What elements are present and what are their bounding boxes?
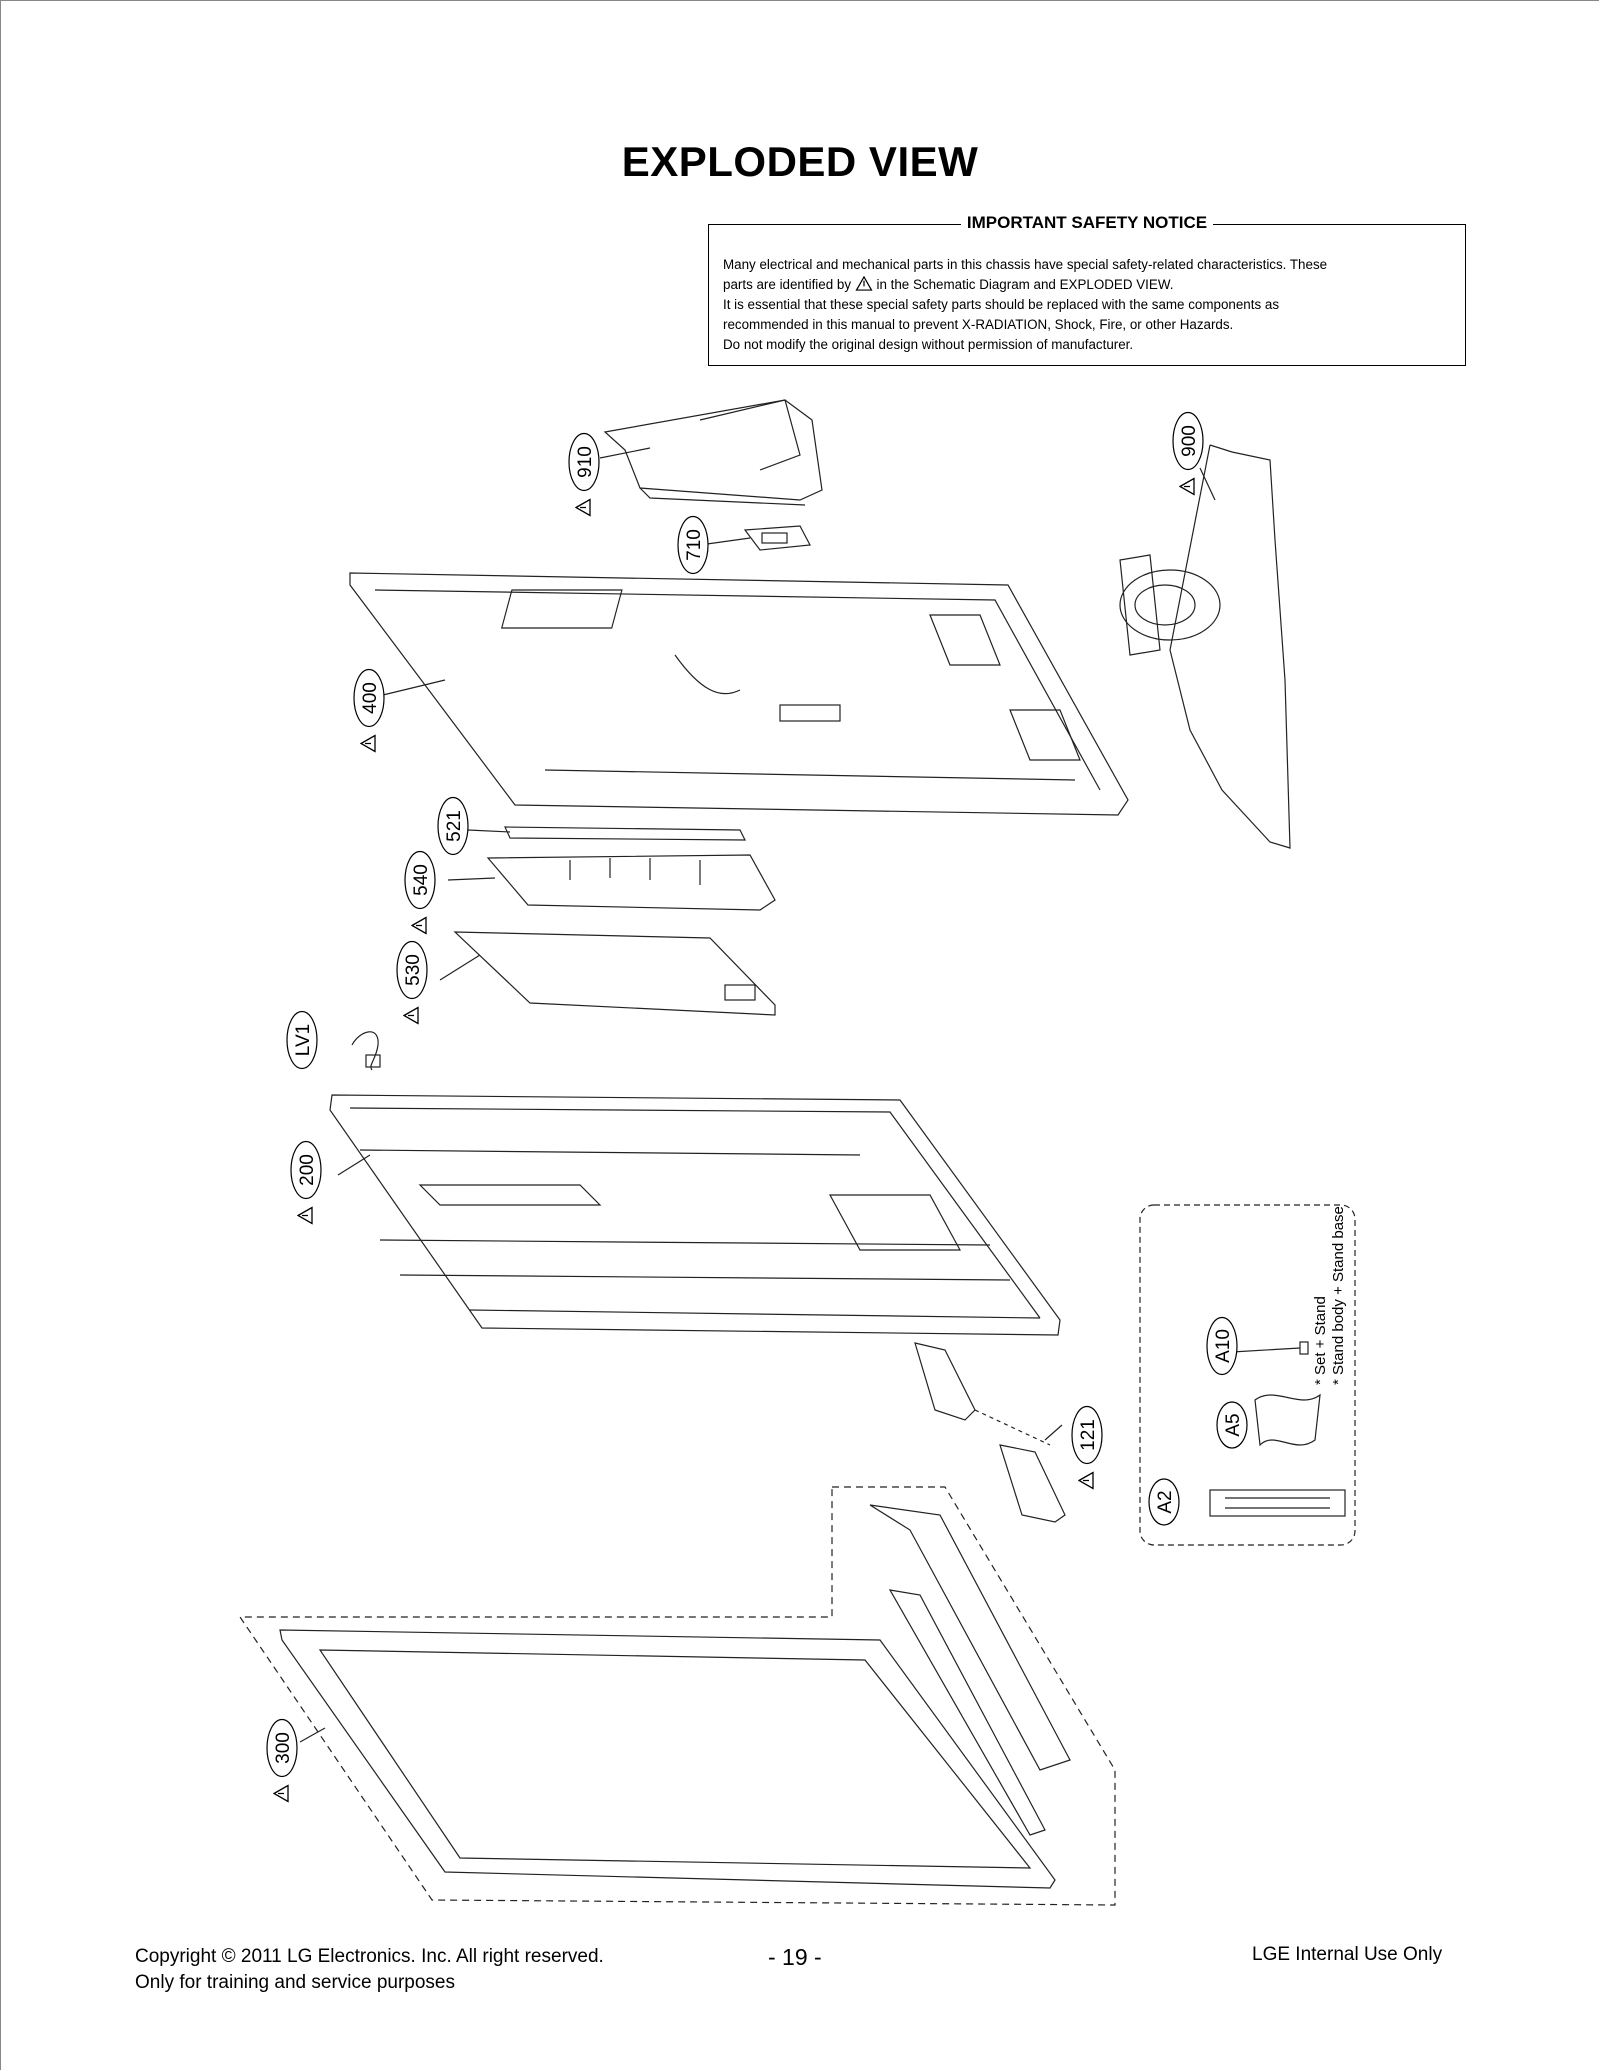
warning-triangle-icon [297, 1206, 313, 1225]
callout-lv1: LV1 [286, 1010, 318, 1070]
callout-a5: A5 [1216, 1401, 1248, 1449]
page-title: EXPLODED VIEW [621, 138, 979, 185]
callout-a10: A10 [1206, 1316, 1238, 1376]
page-number: - 19 - [768, 1944, 822, 1970]
part-number-label: 710 [684, 529, 705, 561]
callout-521: 521 [437, 796, 469, 856]
warning-triangle-icon [855, 276, 873, 291]
callout-300: 300 [266, 1718, 298, 1803]
part-number-label: 530 [403, 954, 424, 986]
part-number-label: 200 [297, 1154, 318, 1186]
part-300-front-cabinet [238, 1486, 1116, 1906]
part-number-label: 540 [411, 864, 432, 896]
part-lv1-cable [351, 1031, 381, 1071]
notice-line-2: parts are identified by in the Schematic… [723, 276, 1174, 292]
part-number-label: 910 [575, 446, 596, 478]
part-a5-manual [1254, 1393, 1321, 1447]
part-540-main-board [486, 854, 776, 911]
warning-triangle-icon [575, 498, 591, 517]
accessory-box [1139, 1204, 1356, 1546]
callout-910: 910 [568, 432, 600, 517]
part-number-label: A5 [1223, 1413, 1244, 1436]
safety-notice-box: IMPORTANT SAFETY NOTICE Many electrical … [708, 213, 1466, 366]
callout-200: 200 [290, 1140, 322, 1225]
part-number-label: 900 [1179, 425, 1200, 457]
notice-line-3: It is essential that these special safet… [723, 297, 1280, 312]
warning-triangle-icon [273, 1784, 289, 1803]
part-number-label: 521 [444, 810, 465, 842]
part-910-stand-cover [603, 399, 823, 506]
part-710-bracket [743, 525, 811, 551]
accessory-note-set-stand: * Set + Stand [1312, 1296, 1329, 1385]
callout-121: 121 [1071, 1405, 1103, 1490]
notice-line-4: recommended in this manual to prevent X-… [723, 317, 1234, 332]
part-number-label: 300 [273, 1732, 294, 1764]
part-121-button-assy [914, 1342, 1066, 1523]
callout-530: 530 [396, 940, 428, 1025]
part-number-label: A10 [1213, 1329, 1234, 1363]
warning-triangle-icon [1078, 1471, 1094, 1490]
safety-notice-text: Many electrical and mechanical parts in … [723, 255, 1451, 355]
callout-540: 540 [404, 850, 436, 935]
footer-copyright: Copyright © 2011 LG Electronics. Inc. Al… [135, 1944, 604, 1996]
part-400-back-cover [349, 572, 1129, 816]
warning-triangle-icon [411, 916, 427, 935]
callout-900: 900 [1172, 411, 1204, 496]
copyright-text: Copyright © 2011 LG Electronics. Inc. Al… [135, 1946, 604, 1967]
part-a10-screw [1231, 1341, 1309, 1355]
internal-use-label: LGE Internal Use Only [1252, 1944, 1443, 1965]
warning-triangle-icon [360, 734, 376, 753]
notice-line-1: Many electrical and mechanical parts in … [723, 257, 1328, 272]
part-521-board [504, 826, 746, 841]
callout-710: 710 [677, 515, 709, 575]
part-530-power-board [453, 931, 776, 1016]
part-200-module-frame [329, 1094, 1061, 1336]
part-900-stand [1119, 444, 1291, 849]
safety-notice-heading: IMPORTANT SAFETY NOTICE [960, 213, 1214, 232]
accessory-note-stand-body: * Stand body + Stand base [1330, 1206, 1347, 1385]
part-number-label: 121 [1078, 1419, 1099, 1451]
part-number-label: 400 [360, 682, 381, 714]
callout-a2: A2 [1148, 1478, 1180, 1526]
notice-line-5: Do not modify the original design withou… [723, 337, 1134, 352]
warning-triangle-icon [403, 1006, 419, 1025]
purpose-text: Only for training and service purposes [135, 1972, 455, 1993]
part-number-label: LV1 [293, 1024, 314, 1056]
part-a2-remote [1209, 1489, 1346, 1517]
warning-triangle-icon [1179, 477, 1195, 496]
callout-400: 400 [353, 668, 385, 753]
part-number-label: A2 [1155, 1490, 1176, 1513]
